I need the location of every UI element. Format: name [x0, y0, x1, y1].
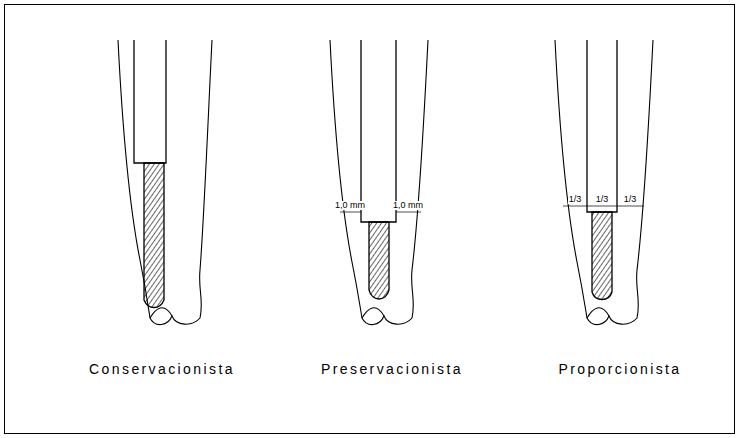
proportion-label: 1/3	[595, 195, 610, 204]
proportion-label: 1/3	[623, 195, 638, 204]
dimension-label: 1,0 mm	[392, 201, 424, 210]
technique-caption: Preservacionista	[321, 362, 463, 376]
proportion-label: 1/3	[568, 195, 583, 204]
dimension-label: 1,0 mm	[334, 201, 366, 210]
technique-caption: Conservacionista	[89, 362, 235, 376]
technique-caption: Proporcionista	[558, 362, 681, 376]
